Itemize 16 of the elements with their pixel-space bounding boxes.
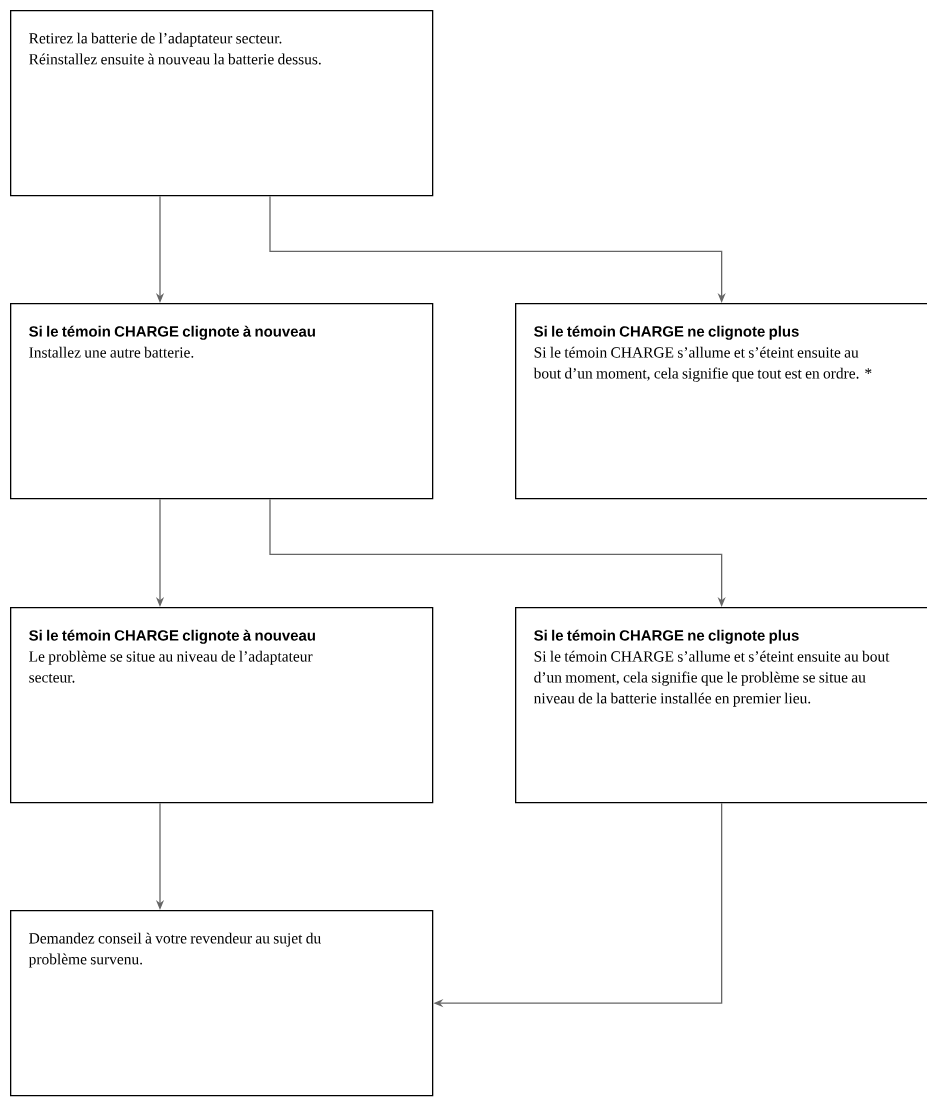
process-box [10,10,434,197]
node-text: Le problème se situe au niveau de l’adaptateur secteur. [29,650,313,683]
node-text: Si le témoin CHARGE s’allume et s’éteint ensuite au bout d’un moment, cela signifie que tout est en ordre. * [533,346,872,382]
node-text: Si le témoin CHARGE s’allume et s’éteint ensuite au bout d’un moment, cela signifie que le problème se situe au niveau de la batterie installée en premier lieu. [534,650,890,707]
node-text: Demandez conseil à votre revendeur au sujet du problème survenu. [28,932,321,968]
node-heading: Si le témoin CHARGE clignote à nouveau [29,629,315,644]
process-box [10,607,434,804]
process-box [10,303,434,500]
node-heading: Si le témoin CHARGE ne clignote plus [534,325,799,340]
node-text: Installez une autre batterie. [29,346,194,358]
node-text: Retirez la batterie de l’adaptateur secteur. Réinstallez ensuite à nouveau la batterie dessus. [29,32,321,65]
process-box [515,303,927,500]
node-heading: Si le témoin CHARGE clignote à nouveau [29,325,315,340]
node-heading: Si le témoin CHARGE ne clignote plus [534,629,799,644]
process-box [515,607,927,804]
process-box [10,910,434,1097]
